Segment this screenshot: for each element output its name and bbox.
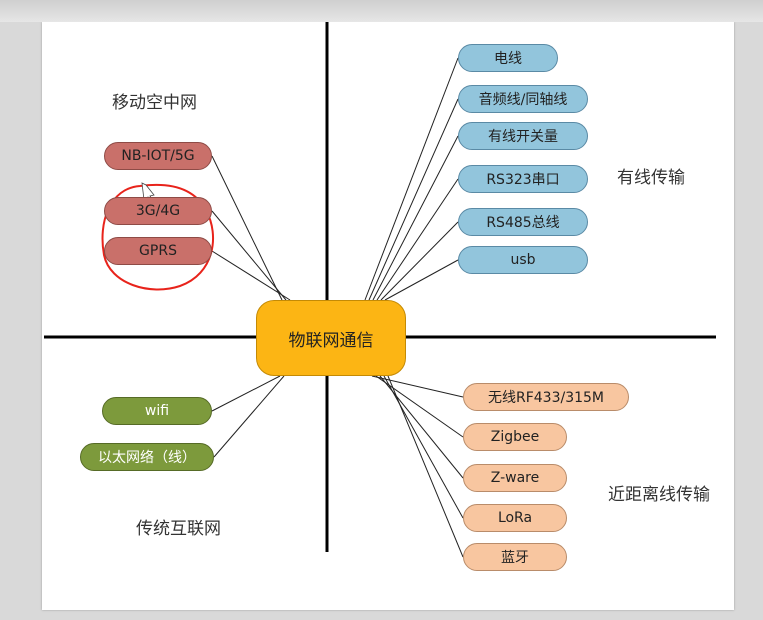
connector-rs485 [380, 221, 459, 301]
node-z-ware: Z-ware [463, 464, 567, 492]
connector-ethernet [213, 375, 285, 458]
node-bluetooth: 蓝牙 [463, 543, 567, 571]
node-ethernet: 以太网络（线） [80, 443, 214, 471]
label-wired-transmission: 有线传输 [617, 168, 685, 188]
node-nbiot-5g: NB-IOT/5G [104, 142, 212, 170]
viewer-top-bar [0, 0, 763, 22]
node-rs323-serial: RS323串口 [458, 165, 588, 193]
connector-bluetooth [387, 375, 464, 558]
node-gprs: GPRS [104, 237, 212, 265]
connector-gprs [211, 250, 291, 301]
connector-nbiot [211, 155, 283, 301]
node-3g-4g: 3G/4G [104, 197, 212, 225]
node-rf433-315m: 无线RF433/315M [463, 383, 629, 411]
node-audio-coax: 音频线/同轴线 [458, 85, 588, 113]
connector-kaiguan [372, 135, 459, 301]
node-wifi: wifi [102, 397, 212, 425]
connector-wifi [211, 375, 281, 412]
connector-dianxian [364, 57, 459, 301]
connector-zigbee [375, 375, 464, 438]
connector-3g4g [211, 210, 287, 301]
node-wired-switch: 有线开关量 [458, 122, 588, 150]
label-short-range: 近距离线传输 [608, 485, 710, 505]
connector-lora [383, 375, 464, 519]
node-usb: usb [458, 246, 588, 274]
connector-yinpin [368, 98, 459, 301]
connector-rf433 [371, 375, 464, 398]
label-mobile-network: 移动空中网 [112, 93, 197, 113]
iot-communication-hub: 物联网通信 [256, 300, 406, 376]
node-lora: LoRa [463, 504, 567, 532]
node-rs485-bus: RS485总线 [458, 208, 588, 236]
connector-rs323 [376, 178, 459, 301]
node-zigbee: Zigbee [463, 423, 567, 451]
connector-usb [384, 259, 459, 301]
node-power-line: 电线 [458, 44, 558, 72]
label-traditional-internet: 传统互联网 [136, 519, 221, 539]
